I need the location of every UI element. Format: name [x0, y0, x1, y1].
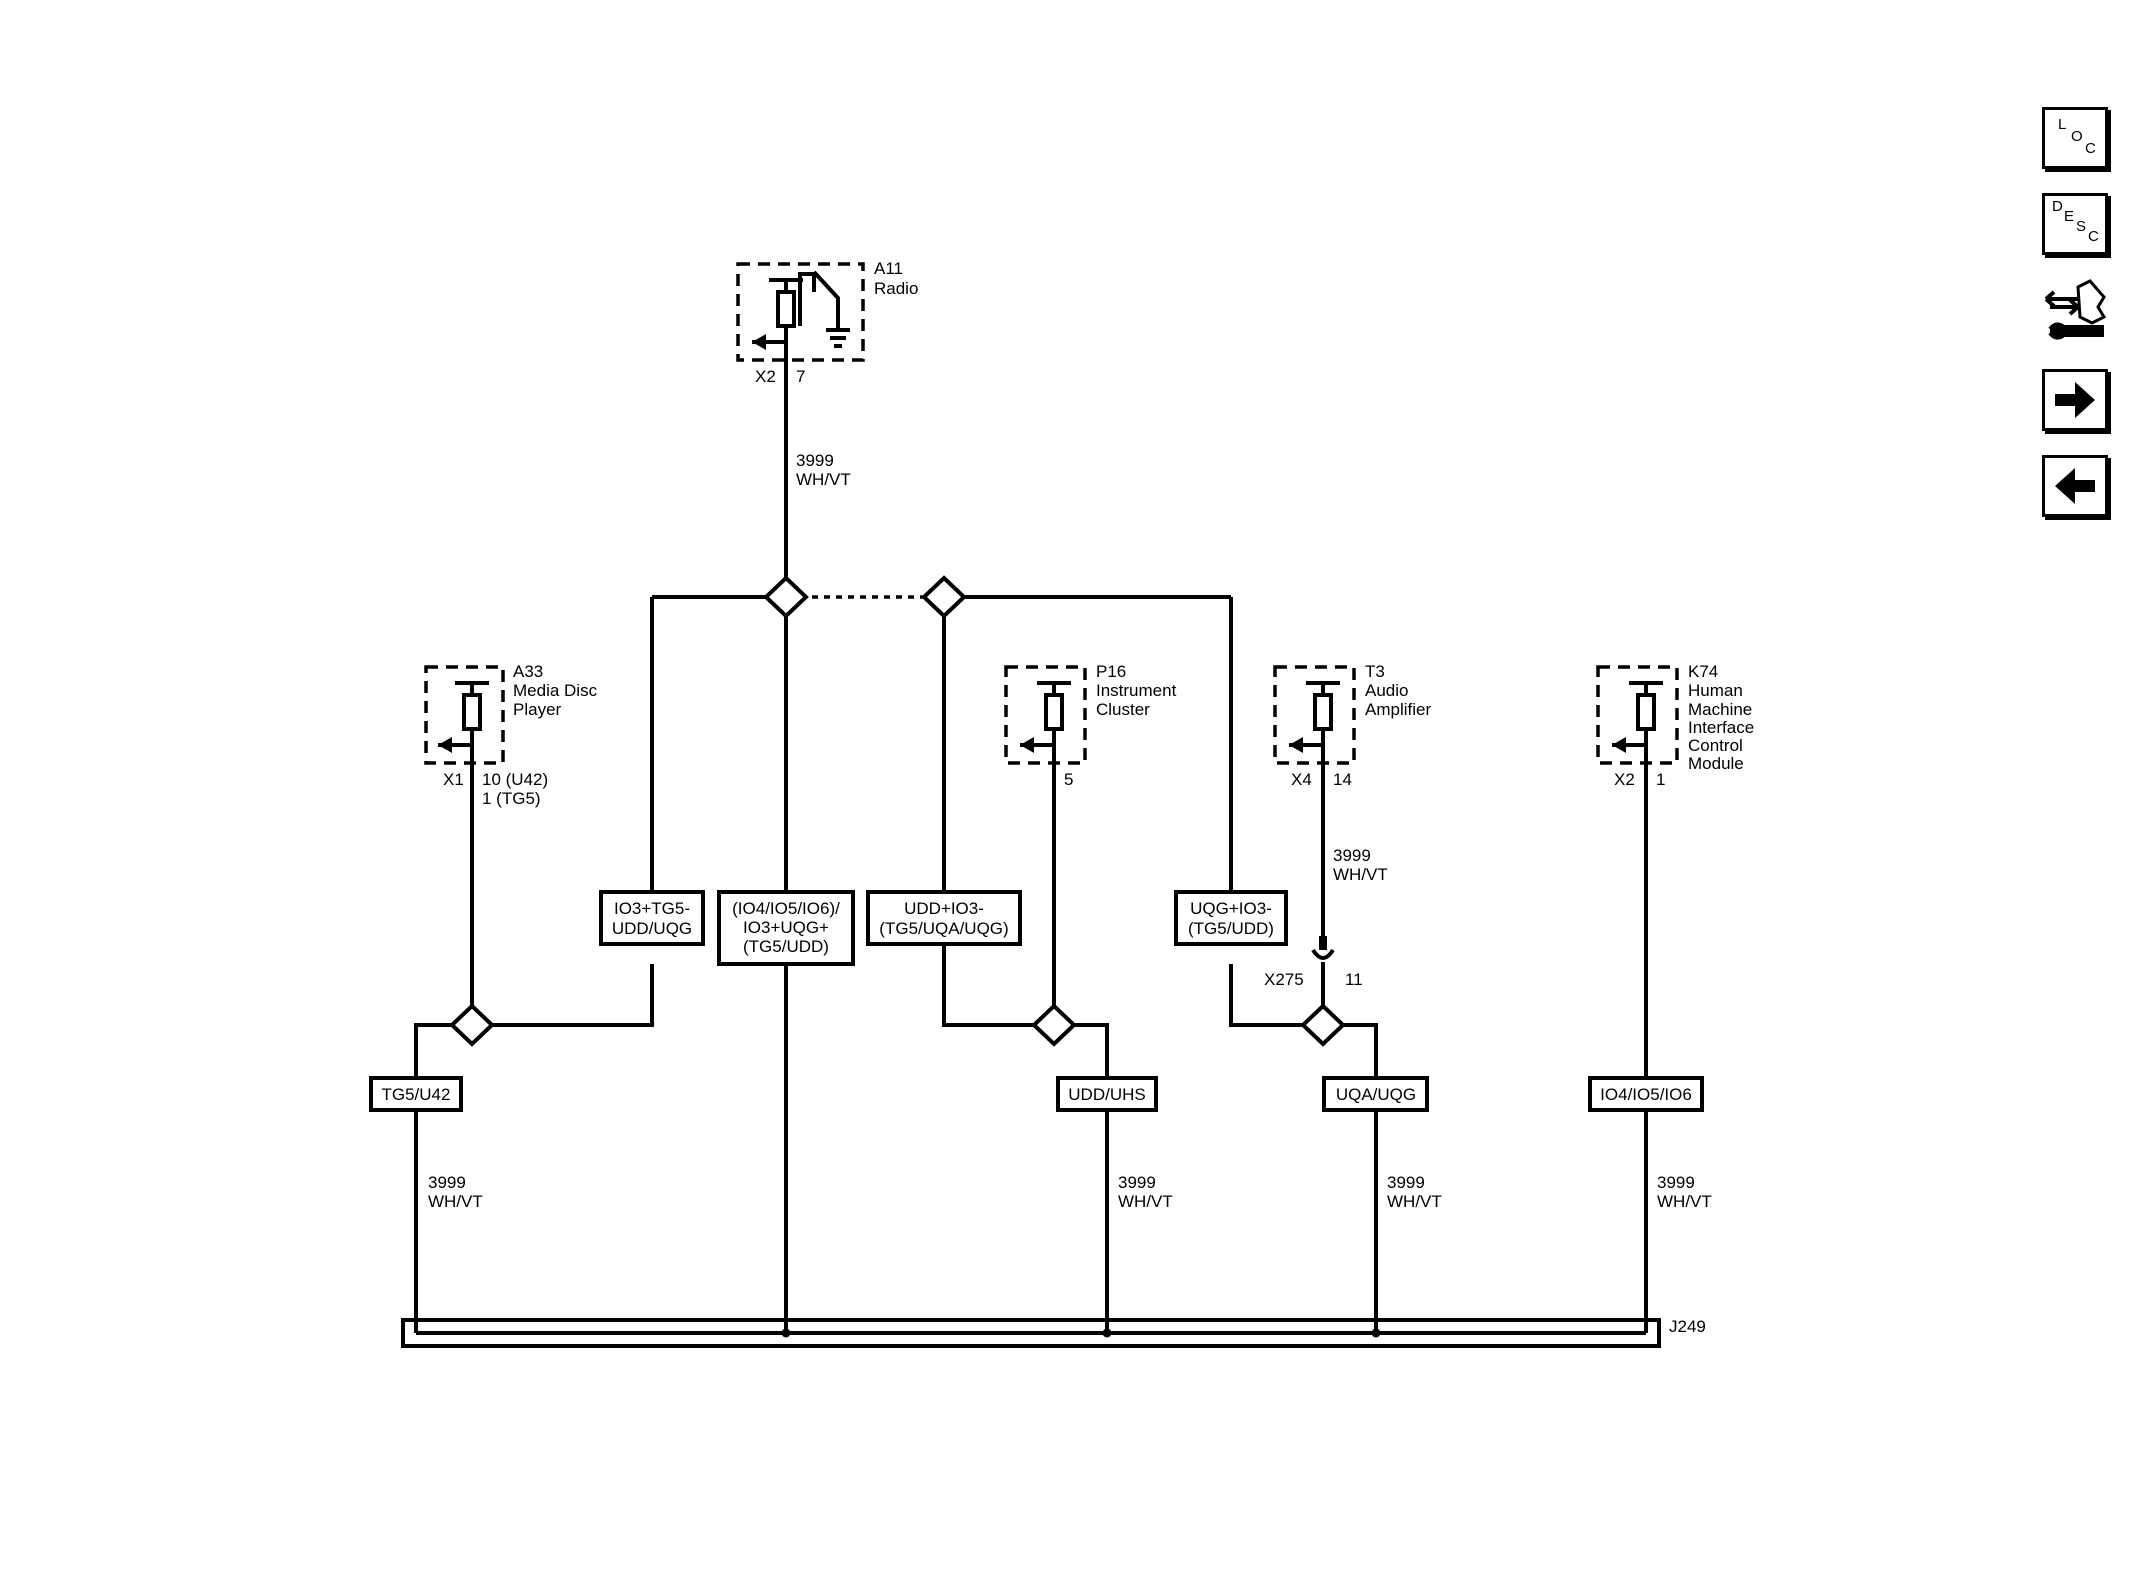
- loc-letter-l: L: [2058, 116, 2067, 133]
- media-pin-1: 10 (U42): [482, 770, 548, 789]
- radio-wire-circuit: 3999: [796, 451, 834, 470]
- radio-name: Radio: [874, 279, 918, 298]
- loc-button[interactable]: L O C: [2042, 107, 2108, 169]
- option-box-io4-io5-io6: (IO4/IO5/IO6)/ IO3+UQG+ (TG5/UDD): [717, 890, 855, 966]
- option-1-line-1: IO3+TG5-: [614, 899, 690, 918]
- connector-wrench-button[interactable]: [2042, 277, 2108, 340]
- option-3-line-1: UDD+IO3-: [904, 899, 984, 918]
- wire-circuit-io4: 3999: [1657, 1173, 1695, 1192]
- inline-pin: 11: [1345, 970, 1363, 989]
- splice-ref: J249: [1669, 1317, 1706, 1336]
- connector-wrench-icon: [2044, 279, 2107, 340]
- splice-diamond-cluster: [1031, 1003, 1077, 1047]
- option-2-line-2: IO3+UQG+: [743, 918, 829, 937]
- radio-wire-color: WH/VT: [796, 470, 851, 489]
- splice-diamond-amp: [1300, 1003, 1346, 1047]
- option-4-line-1: UQG+IO3-: [1190, 899, 1272, 918]
- hmi-module-component[interactable]: [1596, 665, 1679, 765]
- cluster-ref: P16: [1096, 662, 1126, 681]
- hmi-name-3: Interface: [1688, 718, 1754, 737]
- back-arrow-icon: [2055, 468, 2095, 504]
- cluster-pin: 5: [1064, 770, 1073, 789]
- instrument-cluster-component[interactable]: [1004, 665, 1087, 765]
- amp-name-2: Amplifier: [1365, 700, 1431, 719]
- wire-color-uqa: WH/VT: [1387, 1192, 1442, 1211]
- splice-pack-j249[interactable]: [401, 1318, 1661, 1348]
- option-4-line-2: (TG5/UDD): [1188, 919, 1274, 938]
- amp-wire-color: WH/VT: [1333, 865, 1388, 884]
- desc-button[interactable]: D E S C: [2042, 193, 2108, 255]
- splice-diamond-top-left: [763, 575, 809, 619]
- amp-name-1: Audio: [1365, 681, 1408, 700]
- option-box-io4-io5-io6-k74: IO4/IO5/IO6: [1588, 1076, 1704, 1112]
- option-1-line-2: UDD/UQG: [612, 919, 692, 938]
- option-tg5-label: TG5/U42: [382, 1085, 451, 1104]
- hmi-name-5: Module: [1688, 754, 1744, 773]
- media-connector: X1: [443, 770, 464, 789]
- amp-pin: 14: [1333, 770, 1352, 789]
- desc-letter-d: D: [2052, 198, 2063, 215]
- next-arrow-icon: [2055, 382, 2095, 418]
- loc-letter-o: O: [2071, 128, 2083, 145]
- amp-connector: X4: [1291, 770, 1312, 789]
- hmi-pin: 1: [1656, 770, 1665, 789]
- loc-letter-c: C: [2085, 140, 2096, 157]
- inline-ref: X275: [1264, 970, 1304, 989]
- hmi-name-1: Human: [1688, 681, 1743, 700]
- wire-color-udd: WH/VT: [1118, 1192, 1173, 1211]
- amp-ref: T3: [1365, 662, 1385, 681]
- cluster-name-1: Instrument: [1096, 681, 1177, 700]
- media-ref: A33: [513, 662, 543, 681]
- splice-diamond-media: [449, 1003, 495, 1047]
- amp-wire-circuit: 3999: [1333, 846, 1371, 865]
- inline-connector-x275: [1311, 948, 1335, 960]
- option-box-udd-uhs: UDD/UHS: [1056, 1076, 1158, 1112]
- option-2-line-1: (IO4/IO5/IO6)/: [732, 899, 840, 918]
- splice-diamond-top-right: [921, 575, 967, 619]
- option-box-udd-io3: UDD+IO3- (TG5/UQA/UQG): [866, 890, 1022, 946]
- wire-color-io4: WH/VT: [1657, 1192, 1712, 1211]
- hmi-connector: X2: [1614, 770, 1635, 789]
- radio-connector: X2: [755, 367, 776, 386]
- next-button[interactable]: [2042, 369, 2108, 431]
- hmi-ref: K74: [1688, 662, 1718, 681]
- media-name-1: Media Disc: [513, 681, 598, 700]
- wire-circuit-tg5: 3999: [428, 1173, 466, 1192]
- wire-color-tg5: WH/VT: [428, 1192, 483, 1211]
- option-udd-label: UDD/UHS: [1068, 1085, 1145, 1104]
- option-uqa-label: UQA/UQG: [1336, 1085, 1416, 1104]
- option-box-uqa-uqg: UQA/UQG: [1322, 1076, 1429, 1112]
- media-name-2: Player: [513, 700, 562, 719]
- cluster-name-2: Cluster: [1096, 700, 1150, 719]
- radio-ref: A11: [874, 259, 903, 278]
- hmi-name-4: Control: [1688, 736, 1743, 755]
- hmi-name-2: Machine: [1688, 700, 1752, 719]
- media-pin-2: 1 (TG5): [482, 789, 541, 808]
- option-box-io3-tg5: IO3+TG5- UDD/UQG: [599, 890, 705, 946]
- desc-letter-s: S: [2076, 218, 2087, 235]
- media-disc-player-component[interactable]: [424, 665, 505, 765]
- option-3-line-2: (TG5/UQA/UQG): [879, 919, 1008, 938]
- radio-pin: 7: [796, 367, 805, 386]
- option-2-line-3: (TG5/UDD): [743, 937, 829, 956]
- desc-letter-e: E: [2064, 208, 2075, 225]
- audio-amplifier-component[interactable]: [1273, 665, 1356, 765]
- option-box-tg5-u42: TG5/U42: [369, 1076, 463, 1112]
- option-box-uqg-io3: UQG+IO3- (TG5/UDD): [1174, 890, 1288, 946]
- radio-component[interactable]: [736, 262, 865, 372]
- desc-letter-c: C: [2088, 228, 2099, 245]
- wire-circuit-udd: 3999: [1118, 1173, 1156, 1192]
- wire-circuit-uqa: 3999: [1387, 1173, 1425, 1192]
- option-io4-label: IO4/IO5/IO6: [1600, 1085, 1692, 1104]
- back-button[interactable]: [2042, 455, 2108, 517]
